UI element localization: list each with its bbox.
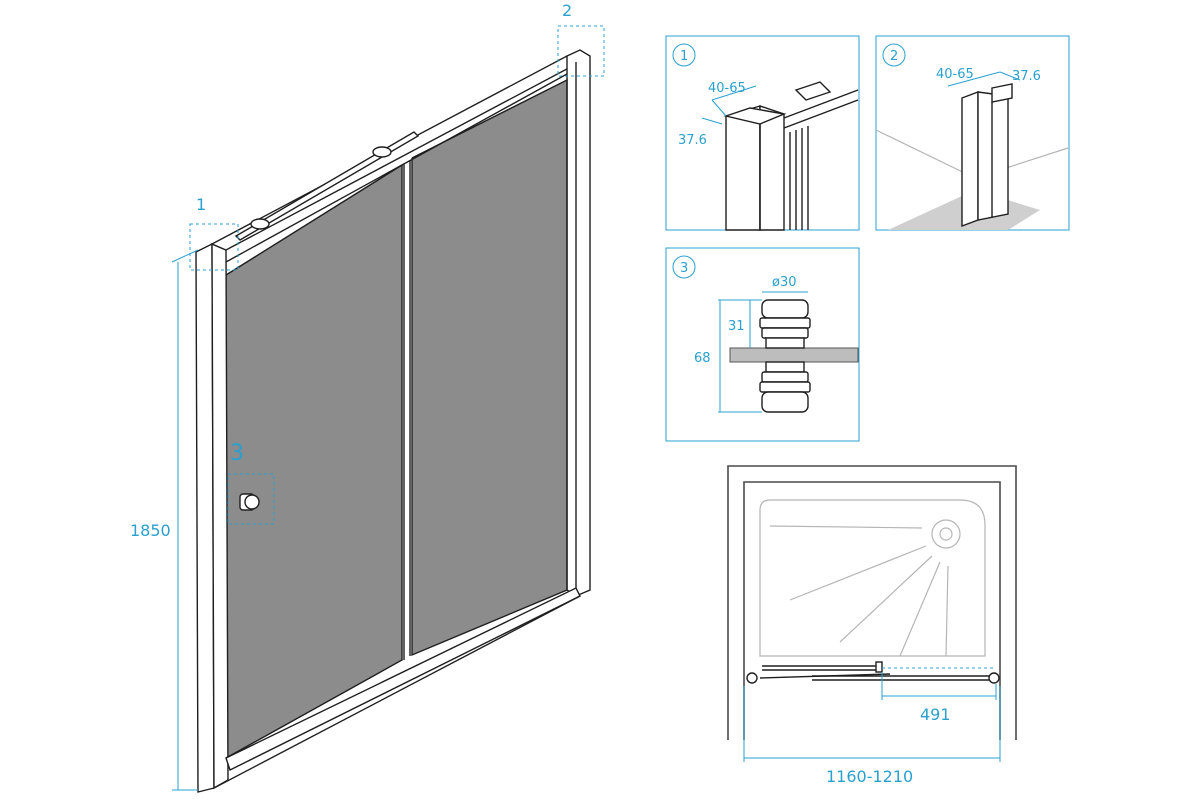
plan-view: 491 1160-1210 — [727, 465, 1017, 786]
detail-3-diameter-label: ø30 — [772, 275, 797, 290]
svg-text:3: 3 — [680, 261, 688, 276]
drain-outer — [931, 519, 961, 549]
svg-text:1: 1 — [680, 49, 688, 64]
detail-1: 1 40-65 37.6 — [665, 35, 860, 231]
upper-guide — [234, 131, 420, 241]
detail-3: 3 ø30 31 68 — [665, 247, 860, 442]
knob-upper — [759, 299, 811, 349]
glass-panel-left — [226, 165, 402, 758]
detail-2-badge — [882, 43, 906, 67]
detail-1-depth-label: 37.6 — [678, 133, 707, 148]
shower-tray — [759, 499, 986, 657]
left-wall-profile — [195, 242, 215, 793]
right-wall-profile — [566, 49, 591, 597]
drain-inner — [939, 527, 953, 541]
plan-width-label: 1160-1210 — [826, 767, 913, 786]
detail-3-total-height-label: 68 — [694, 351, 711, 366]
left-wall-profile-side — [211, 242, 229, 790]
detail-2-width-label: 40-65 — [936, 67, 974, 82]
glass-slab — [729, 347, 859, 363]
detail-3-knob-height-label: 31 — [728, 319, 745, 334]
glass-panel-right — [412, 80, 567, 655]
detail-3-frame — [665, 247, 860, 442]
roller-left — [250, 218, 270, 230]
svg-text:2: 2 — [890, 49, 898, 64]
detail-1-width-label: 40-65 — [708, 81, 746, 96]
door-knob — [239, 493, 260, 511]
roller-right — [372, 146, 392, 158]
callout-box-1 — [189, 223, 239, 271]
plan-opening-label: 491 — [920, 705, 951, 724]
callout-label-3: 3 — [230, 441, 244, 466]
knob-lower — [759, 361, 811, 413]
detail-2-depth-label: 37.6 — [1012, 69, 1041, 84]
plan-walls — [727, 465, 1017, 740]
detail-2: 2 40-65 37.6 — [875, 35, 1070, 231]
callout-label-2: 2 — [562, 1, 572, 20]
detail-1-badge — [672, 43, 696, 67]
height-label: 1850 — [130, 521, 171, 540]
detail-3-badge — [672, 255, 696, 279]
main-door-view: 1 2 3 1850 — [130, 1, 605, 793]
callout-label-1: 1 — [196, 195, 206, 214]
height-dimension: 1850 — [130, 249, 199, 791]
